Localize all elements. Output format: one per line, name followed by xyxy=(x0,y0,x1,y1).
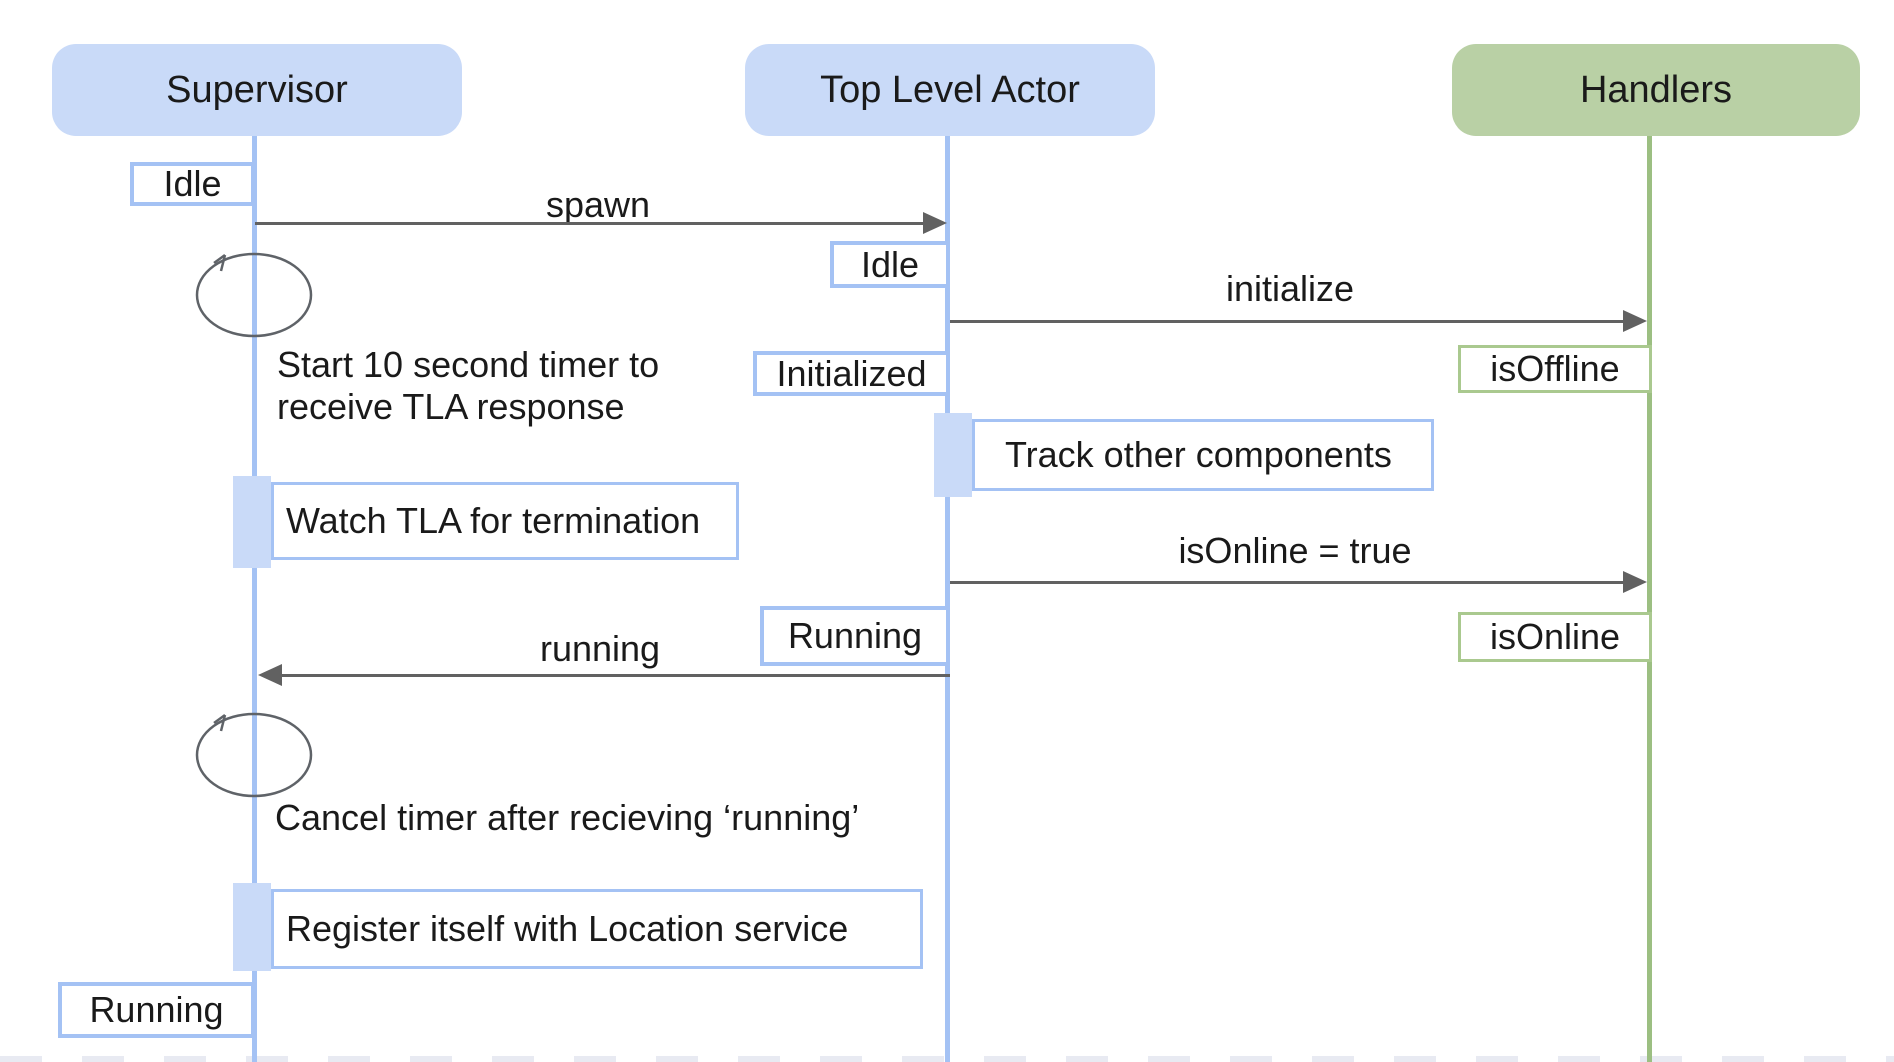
message-initialize-label: initialize xyxy=(1225,268,1355,309)
actor-supervisor-label: Supervisor xyxy=(166,68,348,111)
actor-handlers: Handlers xyxy=(1452,44,1860,136)
state-supervisor-idle: Idle xyxy=(130,162,255,206)
state-supervisor-running-label: Running xyxy=(89,989,224,1030)
message-isonline-true-label: isOnline = true xyxy=(1178,530,1412,571)
activity-track-components-label: Track other components xyxy=(1005,434,1392,475)
message-isonline-true-line xyxy=(950,581,1625,584)
message-initialize-arrowhead-icon xyxy=(1623,310,1647,332)
state-tla-initialized: Initialized xyxy=(753,351,950,396)
note-cancel-timer-line1: Cancel timer after recieving ‘running’ xyxy=(275,797,860,838)
note-start-timer-line2: receive TLA response xyxy=(277,386,625,427)
message-running-label: running xyxy=(539,628,661,669)
state-supervisor-running: Running xyxy=(58,982,255,1038)
note-start-timer: Start 10 second timer to receive TLA res… xyxy=(277,344,659,428)
message-running-line xyxy=(280,674,950,677)
note-start-timer-line1: Start 10 second timer to xyxy=(277,344,660,385)
message-spawn-arrowhead-icon xyxy=(923,212,947,234)
state-handlers-isonline-label: isOnline xyxy=(1489,616,1621,657)
state-handlers-isonline: isOnline xyxy=(1458,612,1652,662)
state-tla-running: Running xyxy=(760,606,950,666)
activity-watch-tla: Watch TLA for termination xyxy=(271,482,739,560)
state-handlers-isoffline-label: isOffline xyxy=(1490,348,1620,389)
message-spawn-line xyxy=(255,222,925,225)
actor-handlers-label: Handlers xyxy=(1579,68,1733,111)
message-isonline-true-arrowhead-icon xyxy=(1623,571,1647,593)
lifeline-supervisor xyxy=(252,134,257,1062)
activity-register-location-label: Register itself with Location service xyxy=(286,908,849,949)
timer-cancel-loop-icon xyxy=(195,712,313,798)
message-running-arrowhead-icon xyxy=(258,664,282,686)
actor-top-level-actor: Top Level Actor xyxy=(745,44,1155,136)
actor-top-level-actor-label: Top Level Actor xyxy=(820,68,1080,111)
state-tla-initialized-label: Initialized xyxy=(776,352,927,394)
timer-loop-icon xyxy=(195,252,313,338)
message-initialize-line xyxy=(950,320,1625,323)
message-spawn-label: spawn xyxy=(545,184,651,225)
lifeline-handlers xyxy=(1647,134,1652,1062)
activation-track-components xyxy=(934,413,972,497)
activation-watch-tla xyxy=(233,476,271,568)
state-supervisor-idle-label: Idle xyxy=(163,163,222,204)
lifeline-top-level-actor xyxy=(945,134,950,1062)
actor-supervisor: Supervisor xyxy=(52,44,462,136)
state-handlers-isoffline: isOffline xyxy=(1458,345,1652,393)
state-tla-idle: Idle xyxy=(830,241,950,288)
activity-watch-tla-label: Watch TLA for termination xyxy=(286,500,701,541)
activity-register-location: Register itself with Location service xyxy=(271,889,923,969)
activation-register-location xyxy=(233,883,271,971)
state-tla-idle-label: Idle xyxy=(860,243,920,285)
note-cancel-timer: Cancel timer after recieving ‘running’ xyxy=(275,797,859,839)
state-tla-running-label: Running xyxy=(787,615,923,656)
activity-track-components: Track other components xyxy=(972,419,1434,491)
